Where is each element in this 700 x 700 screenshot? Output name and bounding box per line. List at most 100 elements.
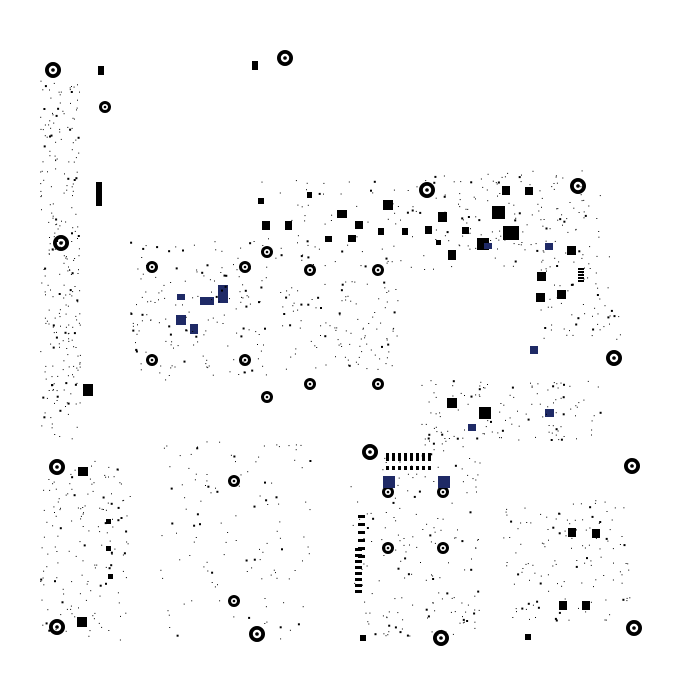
trace-dot [262, 248, 264, 250]
trace-dot [508, 202, 510, 204]
trace-dot [52, 326, 54, 328]
trace-dot [571, 314, 573, 316]
trace-dot [73, 179, 76, 181]
trace-dot [506, 508, 508, 510]
smd-pad-icon [502, 186, 510, 195]
trace-dot [211, 299, 213, 301]
trace-dot [282, 306, 284, 308]
trace-dot [467, 208, 469, 210]
trace-dot [267, 504, 269, 505]
trace-dot [578, 607, 579, 609]
trace-dot [45, 378, 47, 380]
trace-dot [500, 235, 502, 237]
trace-dot [63, 593, 65, 595]
trace-dot [546, 516, 548, 518]
via-icon [243, 265, 247, 269]
trace-dot [576, 438, 577, 440]
trace-dot [555, 428, 558, 431]
trace-dot [379, 358, 381, 360]
trace-dot [325, 364, 327, 366]
trace-dot [52, 296, 54, 298]
trace-dot [97, 526, 99, 528]
trace-dot [94, 460, 96, 462]
trace-dot [475, 247, 477, 249]
trace-dot [79, 402, 81, 404]
trace-dot [475, 547, 477, 549]
trace-dot [605, 619, 607, 621]
trace-dot [431, 574, 432, 576]
trace-dot [324, 223, 326, 225]
trace-dot [368, 623, 370, 625]
trace-dot [102, 509, 104, 510]
trace-dot [65, 257, 67, 259]
trace-dot [73, 376, 75, 378]
trace-dot [563, 436, 565, 437]
trace-dot [442, 216, 444, 218]
trace-dot [452, 633, 454, 635]
trace-dot [184, 497, 186, 499]
trace-dot [416, 473, 418, 475]
trace-dot [576, 560, 578, 561]
trace-dot [567, 231, 569, 233]
trace-dot [580, 194, 582, 196]
trace-dot [68, 366, 70, 368]
trace-dot [156, 246, 159, 249]
pin-row [386, 453, 389, 461]
trace-dot [300, 303, 303, 306]
trace-dot [464, 429, 465, 431]
trace-dot [385, 462, 387, 463]
trace-dot [48, 221, 50, 223]
trace-dot [475, 198, 476, 200]
pin-row [578, 277, 584, 279]
trace-dot [251, 567, 253, 569]
trace-dot [586, 557, 588, 560]
trace-dot [59, 509, 61, 511]
trace-dot [599, 521, 602, 523]
trace-dot [433, 392, 435, 394]
trace-dot [565, 535, 567, 537]
trace-dot [273, 569, 275, 571]
trace-dot [211, 291, 212, 293]
trace-dot [521, 242, 523, 243]
trace-dot [427, 615, 430, 618]
trace-dot [110, 564, 113, 567]
trace-dot [79, 363, 81, 365]
trace-dot [51, 427, 53, 429]
trace-dot [78, 607, 79, 609]
trace-dot [67, 413, 69, 415]
trace-dot [54, 512, 55, 513]
highlighted-component [545, 243, 553, 250]
trace-dot [382, 469, 384, 471]
trace-dot [85, 599, 87, 601]
trace-dot [291, 219, 293, 221]
trace-dot [177, 345, 179, 347]
trace-dot [535, 436, 536, 438]
trace-dot [501, 437, 502, 439]
trace-dot [302, 606, 304, 608]
trace-dot [99, 507, 101, 509]
trace-dot [53, 236, 55, 238]
trace-dot [391, 365, 393, 367]
trace-dot [545, 227, 548, 230]
trace-dot [49, 150, 51, 152]
trace-dot [301, 206, 303, 208]
trace-dot [119, 639, 121, 641]
trace-dot [125, 577, 127, 579]
trace-dot [452, 395, 454, 397]
trace-dot [462, 481, 464, 483]
trace-dot [150, 319, 151, 321]
trace-dot [235, 308, 237, 310]
trace-dot [192, 297, 194, 299]
trace-dot [529, 618, 530, 620]
trace-dot [392, 501, 395, 504]
trace-dot [186, 330, 188, 332]
trace-dot [59, 346, 60, 348]
trace-dot [584, 214, 587, 217]
trace-dot [535, 243, 537, 245]
trace-dot [43, 584, 45, 586]
trace-dot [520, 181, 522, 183]
trace-dot [433, 268, 434, 270]
trace-dot [77, 301, 79, 303]
trace-dot [71, 520, 73, 522]
trace-dot [361, 251, 363, 253]
